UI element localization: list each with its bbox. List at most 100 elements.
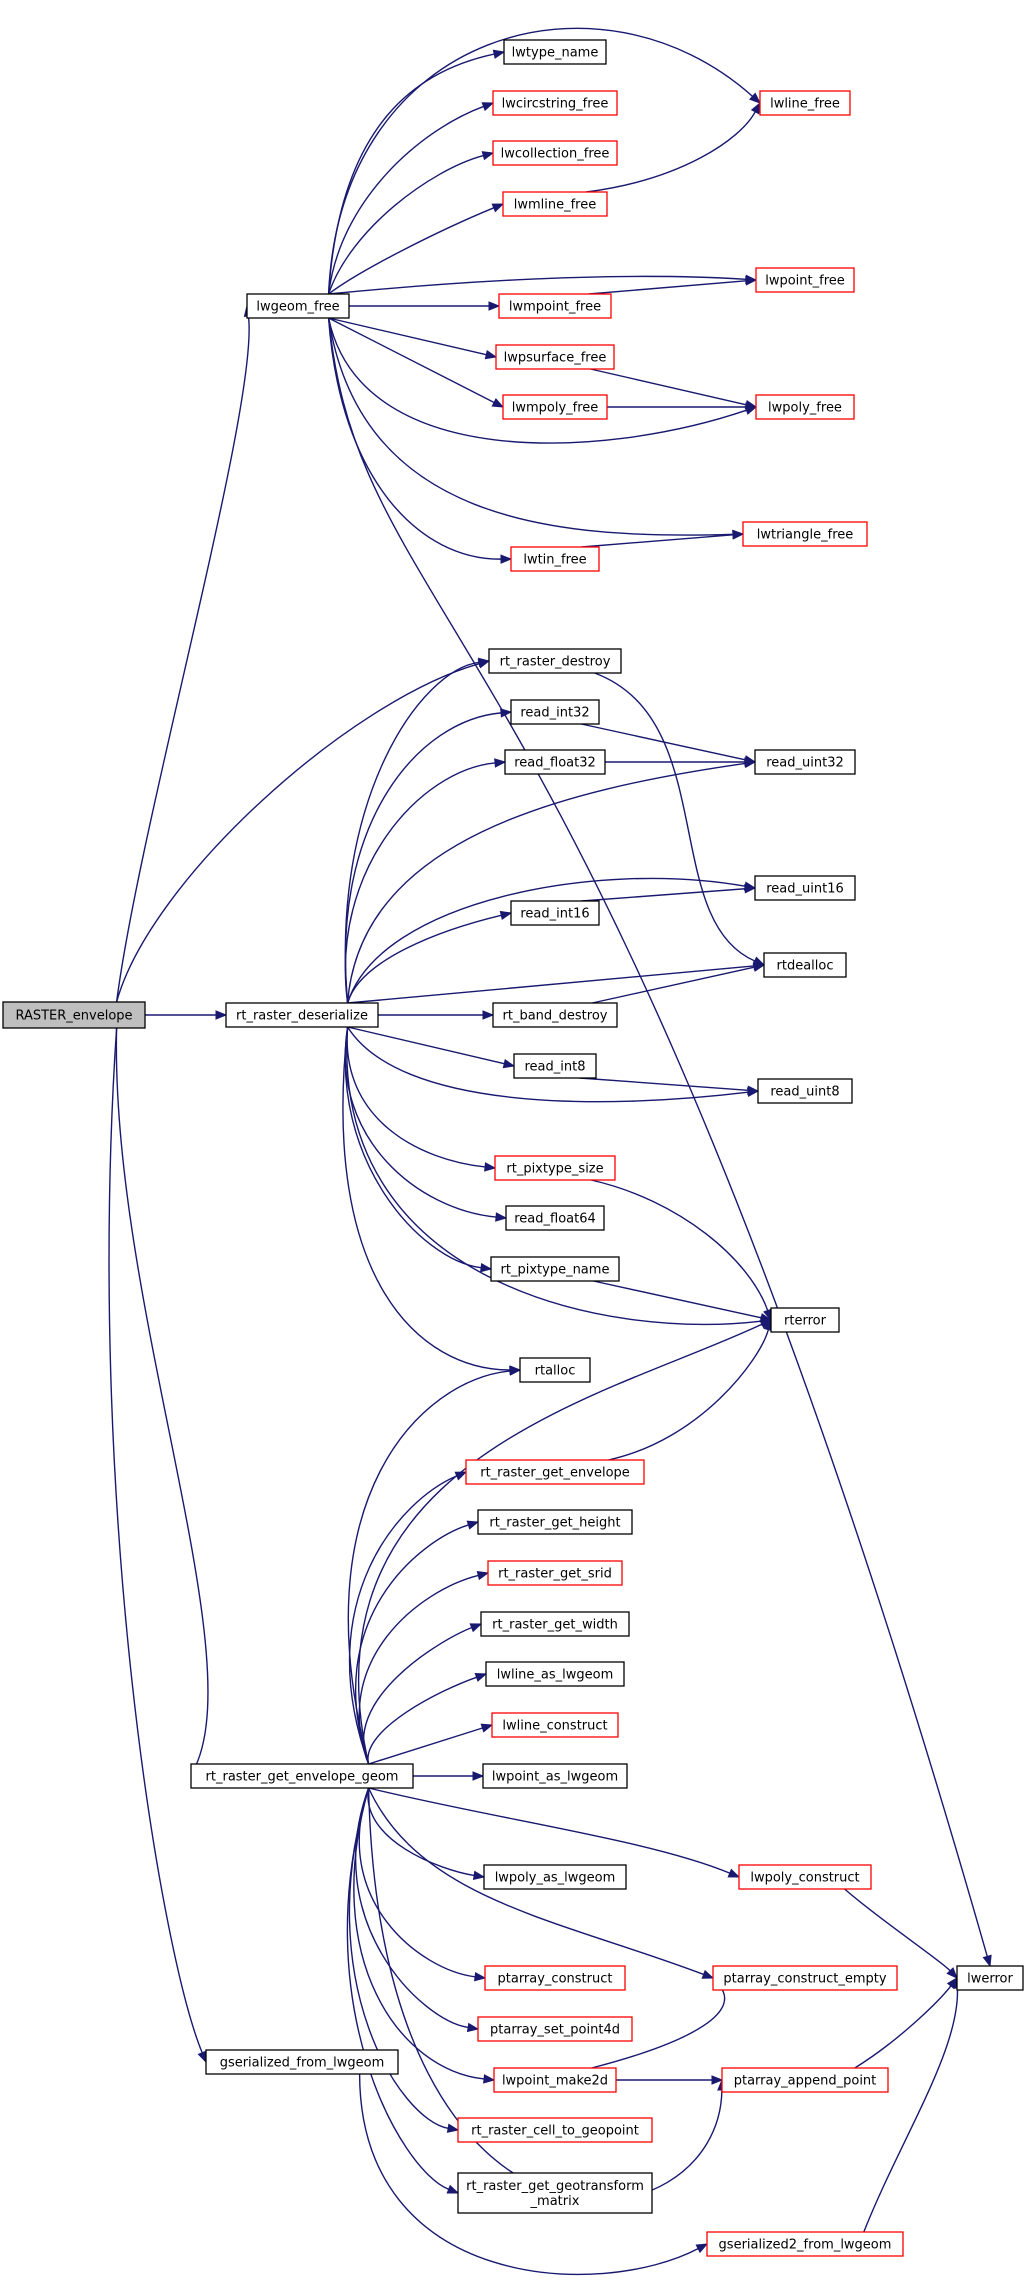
edge-line	[348, 1475, 458, 1765]
arrowhead-icon	[491, 203, 505, 213]
arrowhead-icon	[495, 1212, 508, 1222]
node-lwmpoint-free[interactable]: lwmpoint_free	[498, 293, 612, 319]
arrowhead-icon	[494, 758, 507, 768]
edge-rt_raster_deserialize-to-rt_pixtype_name	[344, 1026, 493, 1273]
node-ptarray-append-point[interactable]: ptarray_append_point	[721, 2067, 889, 2093]
node-lwtriangle-free[interactable]: lwtriangle_free	[742, 521, 868, 547]
node-lwmpoly-free[interactable]: lwmpoly_free	[502, 394, 608, 420]
node-rtalloc[interactable]: rtalloc	[519, 1357, 591, 1383]
node-lwpoly-as-lwgeom[interactable]: lwpoly_as_lwgeom	[483, 1864, 627, 1890]
arrowhead-icon	[695, 2243, 709, 2254]
edge-RASTER_envelope-to-lwgeom_free	[115, 304, 254, 1003]
node-lwcircstring-free[interactable]: lwcircstring_free	[492, 90, 618, 116]
node-rt-raster-get-envelope-geom[interactable]: rt_raster_get_envelope_geom	[190, 1763, 414, 1789]
edge-lwgeom_free-to-lwpoly_free	[327, 317, 758, 444]
node-box	[484, 1965, 626, 1991]
node-lwline-as-lwgeom[interactable]: lwline_as_lwgeom	[485, 1661, 625, 1687]
edge-line	[347, 1370, 511, 1765]
edge-line	[346, 762, 746, 1004]
edge-rt_pixtype_name-to-rterror	[593, 1280, 773, 1323]
node-box	[246, 293, 350, 319]
edge-rt_raster_deserialize-to-read_int32	[344, 708, 513, 1004]
node-lwpoint-make2d[interactable]: lwpoint_make2d	[493, 2067, 617, 2093]
node-gserialized2-from-lwgeom[interactable]: gserialized2_from_lwgeom	[706, 2231, 904, 2257]
arrowhead-icon	[488, 301, 501, 311]
node-read-int8[interactable]: read_int8	[513, 1053, 597, 1079]
node-read-uint32[interactable]: read_uint32	[754, 749, 856, 775]
node-label: rt_band_destroy	[503, 1009, 608, 1024]
node-lwline-construct[interactable]: lwline_construct	[491, 1712, 619, 1738]
node-box	[712, 1965, 898, 1991]
node-label: read_uint8	[770, 1085, 839, 1100]
node-rt-raster-cell-to-geopoint[interactable]: rt_raster_cell_to_geopoint	[457, 2117, 653, 2143]
node-lwpsurface-free[interactable]: lwpsurface_free	[495, 344, 615, 370]
arrowhead-icon	[481, 102, 495, 112]
node-label: ptarray_set_point4d	[490, 2023, 620, 2038]
node-lwtype-name[interactable]: lwtype_name	[503, 39, 607, 65]
node-lwpoint-as-lwgeom[interactable]: lwpoint_as_lwgeom	[482, 1763, 628, 1789]
node-rt-raster-get-envelope[interactable]: rt_raster_get_envelope	[465, 1459, 645, 1485]
arrowhead-icon	[472, 1870, 486, 1881]
node-rt-pixtype-size[interactable]: rt_pixtype_size	[494, 1155, 616, 1181]
node-read-uint8[interactable]: read_uint8	[757, 1078, 853, 1104]
node-rt-raster-get-srid[interactable]: rt_raster_get_srid	[487, 1560, 623, 1586]
node-rt-raster-destroy[interactable]: rt_raster_destroy	[488, 648, 622, 674]
node-ptarray-construct[interactable]: ptarray_construct	[484, 1965, 626, 1991]
node-read-int32[interactable]: read_int32	[510, 699, 600, 725]
arrowhead-icon	[744, 757, 757, 767]
node-box	[477, 2016, 633, 2042]
edge-lwgeom_free-to-lwtype_name	[327, 49, 506, 295]
edge-RASTER_envelope-to-rt_raster_deserialize	[145, 1010, 228, 1020]
node-rt-raster-get-geotransform-matrix[interactable]: rt_raster_get_geotransform_matrix	[457, 2172, 653, 2214]
node-box	[498, 293, 612, 319]
edge-line	[592, 966, 755, 1004]
node-rterror[interactable]: rterror	[770, 1307, 840, 1333]
edge-rt_raster_deserialize-to-read_int8	[347, 1026, 516, 1069]
edge-line	[346, 1787, 449, 2190]
node-read-int16[interactable]: read_int16	[510, 900, 600, 926]
edge-line	[579, 1077, 749, 1091]
node-lwmline-free[interactable]: lwmline_free	[502, 191, 608, 217]
node-read-uint16[interactable]: read_uint16	[754, 875, 856, 901]
node-rt-band-destroy[interactable]: rt_band_destroy	[492, 1002, 618, 1028]
edge-rt_raster_deserialize-to-read_float64	[344, 1026, 508, 1222]
node-read-float64[interactable]: read_float64	[505, 1205, 605, 1231]
node-rt-raster-deserialize[interactable]: rt_raster_deserialize	[225, 1002, 379, 1028]
node-lwtin-free[interactable]: lwtin_free	[510, 546, 600, 572]
node-ptarray-construct-empty[interactable]: ptarray_construct_empty	[712, 1965, 898, 1991]
node-read-float32[interactable]: read_float32	[504, 749, 606, 775]
edge-rt_raster_deserialize-to-rt_pixtype_size	[346, 1026, 497, 1172]
node-box	[738, 1864, 872, 1890]
arrowhead-icon	[446, 2184, 460, 2194]
node-box	[759, 90, 851, 116]
node-gserialized-from-lwgeom[interactable]: gserialized_from_lwgeom	[205, 2049, 399, 2075]
node-label: _matrix	[530, 2194, 580, 2209]
edge-lwgeom_free-to-lwcircstring_free	[327, 102, 495, 295]
edge-line	[328, 207, 495, 295]
arrowhead-icon	[446, 2123, 460, 2133]
node-rtdealloc[interactable]: rtdealloc	[763, 952, 847, 978]
node-rt-raster-get-height[interactable]: rt_raster_get_height	[477, 1509, 633, 1535]
edge-line	[581, 534, 734, 548]
node-label: gserialized2_from_lwgeom	[719, 2238, 892, 2253]
node-lwpoint-free[interactable]: lwpoint_free	[755, 267, 855, 293]
edge-lwgeom_free-to-lwpsurface_free	[328, 317, 498, 360]
node-label: read_int16	[520, 907, 589, 922]
node-label: read_uint32	[766, 756, 844, 771]
arrowhead-icon	[749, 92, 762, 104]
node-label: rt_raster_get_width	[492, 1618, 618, 1633]
node-lwerror[interactable]: lwerror	[956, 1965, 1024, 1991]
node-ptarray-set-point4d[interactable]: ptarray_set_point4d	[477, 2016, 633, 2042]
node-lwpoly-construct[interactable]: lwpoly_construct	[738, 1864, 872, 1890]
node-lwpoly-free[interactable]: lwpoly_free	[755, 394, 855, 420]
edge-line	[348, 1787, 449, 2129]
edge-rt_raster_get_envelope_geom-to-rt_raster_get_height	[355, 1520, 480, 1765]
node-label: lwline_as_lwgeom	[497, 1668, 614, 1683]
edge-rt_raster_get_envelope_geom-to-ptarray_set_point4d	[355, 1787, 480, 2033]
node-box	[225, 1002, 379, 1028]
node-lwcollection-free[interactable]: lwcollection_free	[492, 140, 618, 166]
node-lwgeom-free[interactable]: lwgeom_free	[246, 293, 350, 319]
node-rt-raster-get-width[interactable]: rt_raster_get_width	[480, 1611, 630, 1637]
node-rt-pixtype-name[interactable]: rt_pixtype_name	[490, 1256, 620, 1282]
node-lwline-free[interactable]: lwline_free	[759, 90, 851, 116]
